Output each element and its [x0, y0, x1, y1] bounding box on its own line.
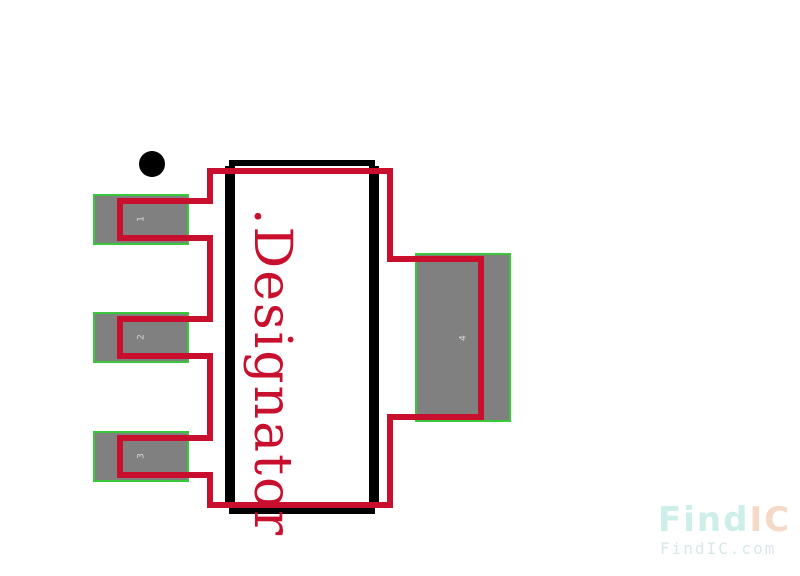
- pad-4[interactable]: 4: [415, 253, 511, 422]
- pad-1-label: 1: [137, 216, 147, 222]
- watermark-logo: FindIC: [658, 500, 791, 540]
- silkscreen-left-edge: [225, 166, 235, 508]
- watermark-logo-main: Find: [658, 500, 750, 540]
- designator-text: .Designator: [242, 208, 302, 537]
- pin1-marker: [139, 151, 165, 177]
- silkscreen-bottom-edge: [229, 508, 375, 514]
- pad-3-label: 3: [137, 453, 147, 459]
- pad-4-label: 4: [459, 335, 469, 341]
- silkscreen-top-edge: [229, 160, 375, 166]
- pad-2-label: 2: [137, 334, 147, 340]
- silkscreen-right-edge: [369, 166, 379, 508]
- watermark-logo-accent: IC: [749, 500, 792, 540]
- watermark-url: FindIC.com: [660, 539, 777, 558]
- courtyard-outline: [117, 168, 484, 508]
